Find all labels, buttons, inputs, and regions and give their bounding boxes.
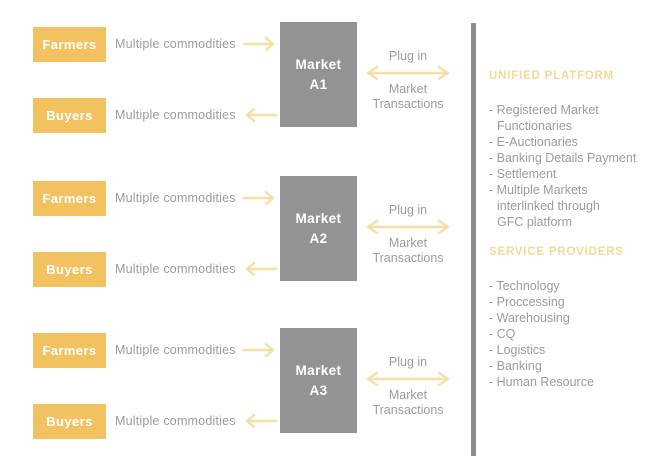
buyers-box: Buyers xyxy=(33,252,106,287)
transactions-label-line2: Transactions xyxy=(372,97,444,111)
panel-section-list: - Technology - Proccessing - Warehousing - … xyxy=(489,278,659,390)
arrow-right-icon xyxy=(242,190,274,206)
buyers-label: Buyers xyxy=(46,262,93,277)
market-code: A2 xyxy=(309,230,328,246)
panel-list-item: - Banking Details Payment xyxy=(489,150,659,166)
farmers-box: Farmers xyxy=(33,27,106,62)
plug-in-connector: Plug in Market Transactions xyxy=(362,202,454,266)
panel-list-line: interlinked through xyxy=(497,199,600,213)
market-to-buyers-flow: Multiple commodities xyxy=(115,107,277,123)
panel-list-line: - Registered Market xyxy=(489,103,599,117)
market-group: Farmers Multiple commodities Buyers Mult… xyxy=(0,328,665,460)
transactions-label-line2: Transactions xyxy=(372,403,444,417)
buyers-box: Buyers xyxy=(33,404,106,439)
farmers-flow-label: Multiple commodities xyxy=(115,37,236,51)
market-code: A1 xyxy=(309,76,328,92)
transactions-label-line1: Market xyxy=(388,82,428,96)
market-box: Market A3 xyxy=(280,328,357,433)
transactions-label-line1: Market xyxy=(388,236,428,250)
market-name: Market xyxy=(295,56,342,72)
arrow-left-icon xyxy=(245,261,277,277)
buyers-flow-label: Multiple commodities xyxy=(115,108,236,122)
plug-in-connector: Plug in Market Transactions xyxy=(362,48,454,112)
panel-list-line: - Logistics xyxy=(489,343,546,357)
arrow-right-icon xyxy=(242,342,274,358)
panel-section: SERVICE PROVIDERS - Technology - Proccess… xyxy=(489,246,659,390)
market-name: Market xyxy=(295,210,342,226)
panel-section-heading: SERVICE PROVIDERS xyxy=(489,246,624,258)
panel-list-line: - Banking Details Payment xyxy=(489,151,637,165)
farmers-label: Farmers xyxy=(42,37,97,52)
buyers-flow-label: Multiple commodities xyxy=(115,262,236,276)
buyers-label: Buyers xyxy=(46,108,93,123)
farmers-box: Farmers xyxy=(33,181,106,216)
double-arrow-icon xyxy=(366,219,450,235)
panel-section-heading: UNIFIED PLATFORM xyxy=(489,70,615,82)
farmers-flow-label: Multiple commodities xyxy=(115,191,236,205)
panel-list-line: - Technology xyxy=(489,279,560,293)
buyers-label: Buyers xyxy=(46,414,93,429)
panel-list-line: - Human Resource xyxy=(489,375,594,389)
market-group: Farmers Multiple commodities Buyers Mult… xyxy=(0,22,665,154)
market-name: Market xyxy=(295,362,342,378)
divider-line xyxy=(471,23,476,456)
arrow-right-icon xyxy=(242,36,274,52)
farmers-to-market-flow: Multiple commodities xyxy=(115,342,277,358)
panel-list-item: - Warehousing xyxy=(489,310,659,326)
plug-in-connector: Plug in Market Transactions xyxy=(362,354,454,418)
panel-list-line: - E-Auctionaries xyxy=(489,135,578,149)
panel-list-line: - Settlement xyxy=(489,167,557,181)
panel-list-item: - Technology xyxy=(489,278,659,294)
arrow-left-icon xyxy=(245,413,277,429)
transactions-label-line2: Transactions xyxy=(372,251,444,265)
farmers-label: Farmers xyxy=(42,191,97,206)
panel-list-item: - Human Resource xyxy=(489,374,659,390)
farmers-to-market-flow: Multiple commodities xyxy=(115,190,277,206)
panel-list-line: - CQ xyxy=(489,327,516,341)
market-box: Market A2 xyxy=(280,176,357,281)
panel-list-item: - Settlement xyxy=(489,166,659,182)
panel-list-item: - Logistics xyxy=(489,342,659,358)
buyers-flow-label: Multiple commodities xyxy=(115,414,236,428)
double-arrow-icon xyxy=(366,371,450,387)
market-to-buyers-flow: Multiple commodities xyxy=(115,261,277,277)
buyers-box: Buyers xyxy=(33,98,106,133)
transactions-label-line1: Market xyxy=(388,388,428,402)
panel-list-line: - Multiple Markets xyxy=(489,183,588,197)
plug-in-label: Plug in xyxy=(388,203,428,217)
market-to-buyers-flow: Multiple commodities xyxy=(115,413,277,429)
market-group: Farmers Multiple commodities Buyers Mult… xyxy=(0,176,665,308)
farmers-flow-label: Multiple commodities xyxy=(115,343,236,357)
panel-list-item: - CQ xyxy=(489,326,659,342)
panel-list-line: GFC platform xyxy=(497,215,573,229)
panel-list-item: - Banking xyxy=(489,358,659,374)
farmers-box: Farmers xyxy=(33,333,106,368)
farmers-label: Farmers xyxy=(42,343,97,358)
double-arrow-icon xyxy=(366,65,450,81)
panel-list-line: Functionaries xyxy=(497,119,573,133)
panel-list-line: - Banking xyxy=(489,359,542,373)
plug-in-label: Plug in xyxy=(388,49,428,63)
arrow-left-icon xyxy=(245,107,277,123)
market-code: A3 xyxy=(309,382,328,398)
farmers-to-market-flow: Multiple commodities xyxy=(115,36,277,52)
market-box: Market A1 xyxy=(280,22,357,127)
panel-list-item: - E-Auctionaries xyxy=(489,134,659,150)
panel-list-line: - Proccessing xyxy=(489,295,565,309)
panel-list-item: - Proccessing xyxy=(489,294,659,310)
plug-in-label: Plug in xyxy=(388,355,428,369)
panel-list-line: - Warehousing xyxy=(489,311,570,325)
